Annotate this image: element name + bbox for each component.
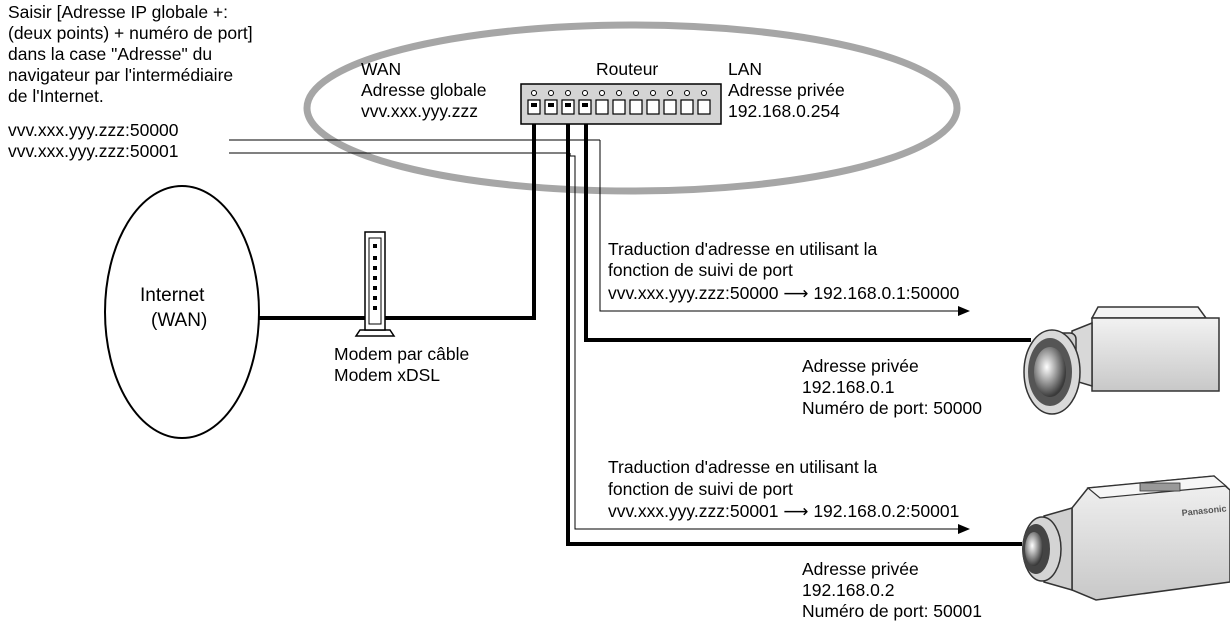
camera-2-label-1: Adresse privée xyxy=(802,559,919,579)
modem-label-1: Modem par câble xyxy=(334,344,470,364)
camera-1-address: 192.168.0.1 xyxy=(802,377,895,397)
translation-1-line-2: fonction de suivi de port xyxy=(608,260,793,280)
lan-title: LAN xyxy=(728,59,763,79)
modem-device xyxy=(354,231,396,337)
url-2-label: vvv.xxx.yyy.zzz:50001 xyxy=(8,141,179,161)
wan-cable xyxy=(259,106,536,320)
camera-2-address: 192.168.0.2 xyxy=(802,580,895,600)
wan-address-label: Adresse globale xyxy=(361,80,487,100)
camera-1-label-1: Adresse privée xyxy=(802,356,919,376)
internet-ellipse xyxy=(104,185,260,439)
translation-1-mapping: vvv.xxx.yyy.zzz:50000 ⟶ 192.168.0.1:5000… xyxy=(608,283,960,303)
camera-1-device xyxy=(1023,306,1220,415)
translation-2-line-1: Traduction d'adresse en utilisant la xyxy=(608,457,878,477)
translation-2-mapping: vvv.xxx.yyy.zzz:50001 ⟶ 192.168.0.2:5000… xyxy=(608,501,960,521)
translation-1-line-1: Traduction d'adresse en utilisant la xyxy=(608,239,878,259)
router-label: Routeur xyxy=(596,59,659,79)
traffic-path-2 xyxy=(569,153,965,530)
instruction-line-2: (deux points) + numéro de port] xyxy=(8,23,253,43)
modem-label-2: Modem xDSL xyxy=(334,365,441,385)
camera-2-cable xyxy=(566,106,1022,546)
router-zone-ellipse xyxy=(303,21,961,195)
url-1-label: vvv.xxx.yyy.zzz:50000 xyxy=(8,120,179,140)
instruction-line-5: de l'Internet. xyxy=(8,86,104,106)
router-device xyxy=(520,83,722,125)
traffic-arrow-2 xyxy=(958,524,970,534)
wan-address: vvv.xxx.yyy.zzz xyxy=(361,101,478,121)
camera-1-cable xyxy=(584,106,1031,342)
lan-address-label: Adresse privée xyxy=(728,80,845,100)
camera-2-brand-logo: Panasonic xyxy=(1181,503,1227,518)
traffic-arrow-1 xyxy=(958,306,970,316)
traffic-path-1 xyxy=(599,140,965,312)
camera-2-device xyxy=(1022,475,1230,601)
wan-title: WAN xyxy=(361,59,402,79)
instruction-line-3: dans la case "Adresse" du xyxy=(8,44,213,64)
internet-wan-label: (WAN) xyxy=(151,310,208,331)
instruction-line-1: Saisir [Adresse IP globale +: xyxy=(8,2,229,22)
internet-label: Internet xyxy=(140,285,205,306)
camera-1-port: Numéro de port: 50000 xyxy=(802,398,982,418)
lan-address: 192.168.0.254 xyxy=(728,101,840,121)
translation-2-line-2: fonction de suivi de port xyxy=(608,479,793,499)
camera-2-port: Numéro de port: 50001 xyxy=(802,601,982,621)
instruction-line-4: navigateur par l'intermédiaire xyxy=(8,65,234,85)
